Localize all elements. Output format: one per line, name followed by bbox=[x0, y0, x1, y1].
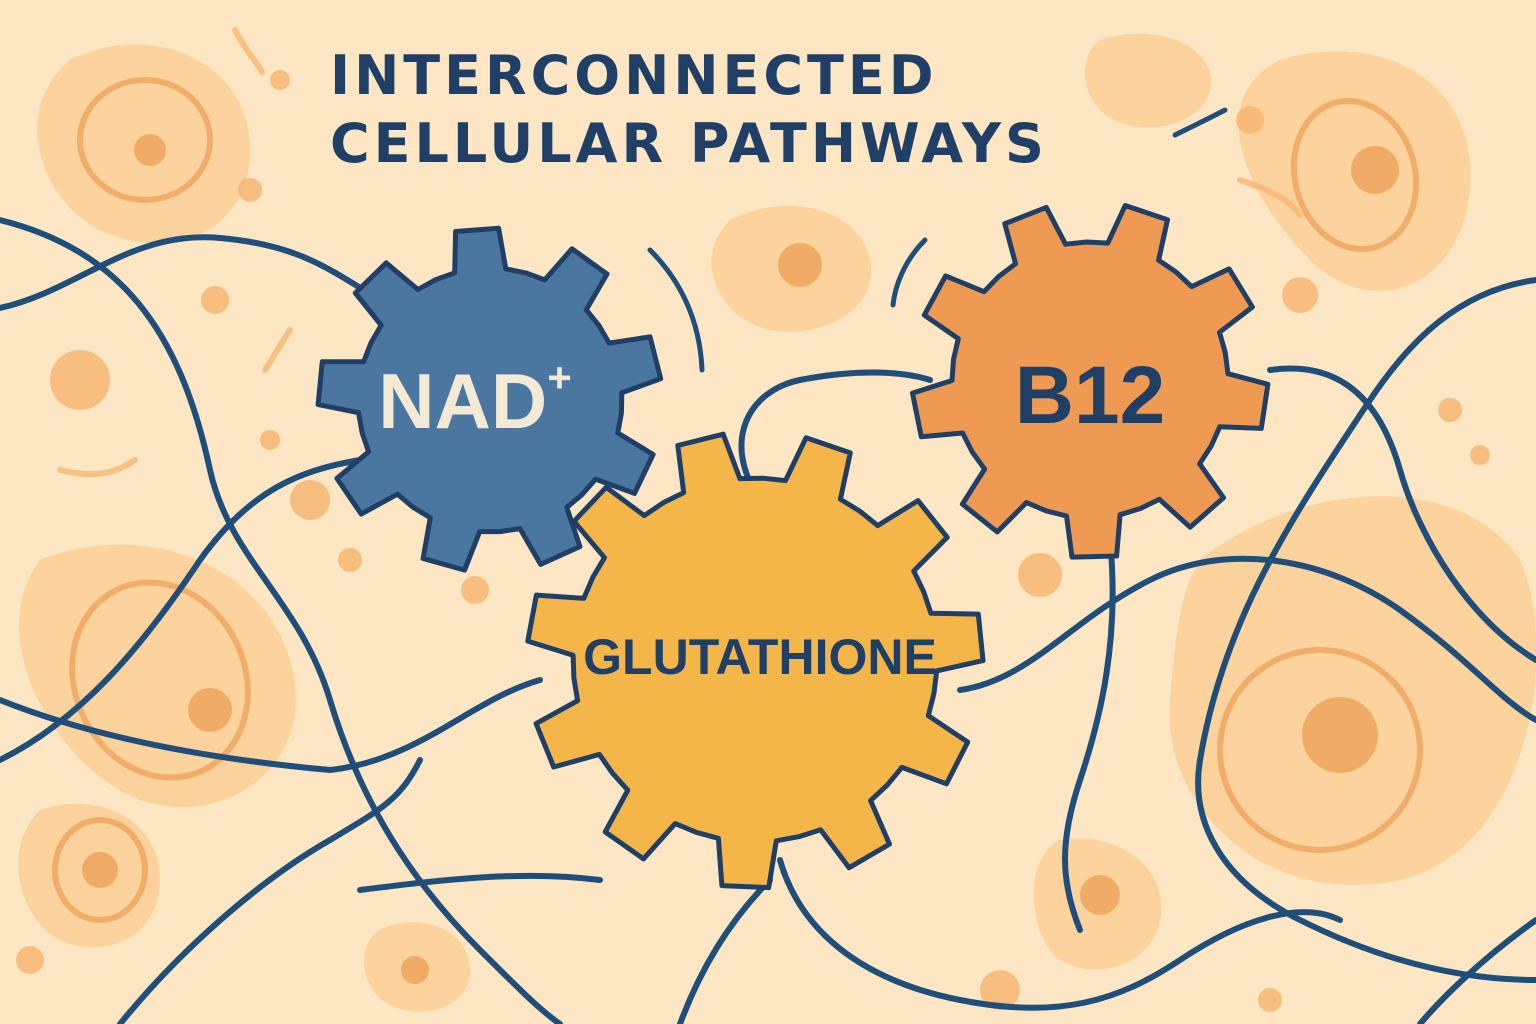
pathway-line bbox=[957, 555, 1536, 723]
cell-blob bbox=[1169, 496, 1536, 885]
vesicle bbox=[1018, 553, 1062, 597]
cell-nucleus bbox=[1302, 697, 1378, 773]
pathway-line bbox=[1417, 917, 1536, 1024]
nad-gear[interactable] bbox=[315, 225, 664, 573]
pathway-line bbox=[1195, 277, 1536, 983]
cell-nucleus bbox=[401, 956, 429, 984]
cell-nucleus bbox=[188, 688, 232, 732]
vesicle bbox=[290, 480, 330, 520]
b12-gear[interactable] bbox=[910, 203, 1271, 560]
title-line-1: INTERCONNECTED bbox=[330, 44, 938, 107]
cell-nucleus bbox=[134, 134, 166, 166]
pathway-line bbox=[0, 677, 543, 774]
vesicle bbox=[201, 286, 229, 314]
squiggle bbox=[1237, 177, 1303, 218]
pathway-line bbox=[357, 872, 603, 893]
pathway-line bbox=[1267, 365, 1536, 663]
pathway-line bbox=[677, 877, 773, 1024]
nad-gear-label-text: NAD bbox=[378, 357, 547, 445]
nad-gear-label: NAD+ bbox=[378, 354, 572, 445]
nad-gear-label-superscript: + bbox=[547, 354, 572, 401]
vesicle bbox=[50, 350, 110, 410]
cell-membrane bbox=[52, 817, 148, 923]
squiggle bbox=[262, 327, 293, 373]
glutathione-gear-label: GLUTATHIONE bbox=[583, 629, 937, 685]
vesicle bbox=[461, 576, 489, 604]
vesicle bbox=[1282, 277, 1318, 313]
cell-nucleus bbox=[82, 852, 118, 888]
squiggle bbox=[57, 457, 138, 478]
vesicle bbox=[270, 70, 290, 90]
pathway-line bbox=[0, 234, 383, 311]
cell-blob bbox=[1085, 33, 1212, 128]
pathway-line bbox=[117, 757, 423, 1024]
page-title: INTERCONNECTED CELLULAR PATHWAYS bbox=[330, 42, 1048, 178]
pathway-line bbox=[0, 217, 563, 1024]
pathway-line bbox=[738, 369, 933, 503]
cell-nucleus bbox=[778, 243, 822, 287]
vesicle bbox=[16, 946, 44, 974]
glutathione-gear[interactable] bbox=[525, 431, 986, 891]
vesicle bbox=[980, 970, 1020, 1010]
vesicle bbox=[260, 430, 280, 450]
vesicle bbox=[1470, 445, 1490, 465]
vesicle bbox=[1438, 398, 1462, 422]
b12-gear-label: B12 bbox=[1015, 350, 1165, 441]
motion-line bbox=[647, 247, 705, 373]
pathway-line bbox=[1062, 537, 1116, 933]
title-line-2: CELLULAR PATHWAYS bbox=[330, 112, 1048, 175]
cell-membrane bbox=[77, 77, 213, 203]
vesicle bbox=[238, 178, 262, 202]
pathway-line bbox=[777, 857, 1343, 1011]
vesicle bbox=[338, 548, 362, 572]
cell-nucleus bbox=[1080, 875, 1120, 915]
squiggle bbox=[232, 27, 265, 75]
cell-membrane bbox=[1217, 647, 1423, 853]
motion-line bbox=[890, 237, 928, 308]
cell-membrane bbox=[1290, 97, 1420, 253]
vesicle bbox=[1258, 988, 1282, 1012]
cell-membrane bbox=[69, 579, 251, 781]
motion-line bbox=[1172, 107, 1228, 138]
vesicle bbox=[1236, 106, 1264, 134]
pathway-line bbox=[0, 457, 363, 763]
cell-nucleus bbox=[1351, 146, 1399, 194]
